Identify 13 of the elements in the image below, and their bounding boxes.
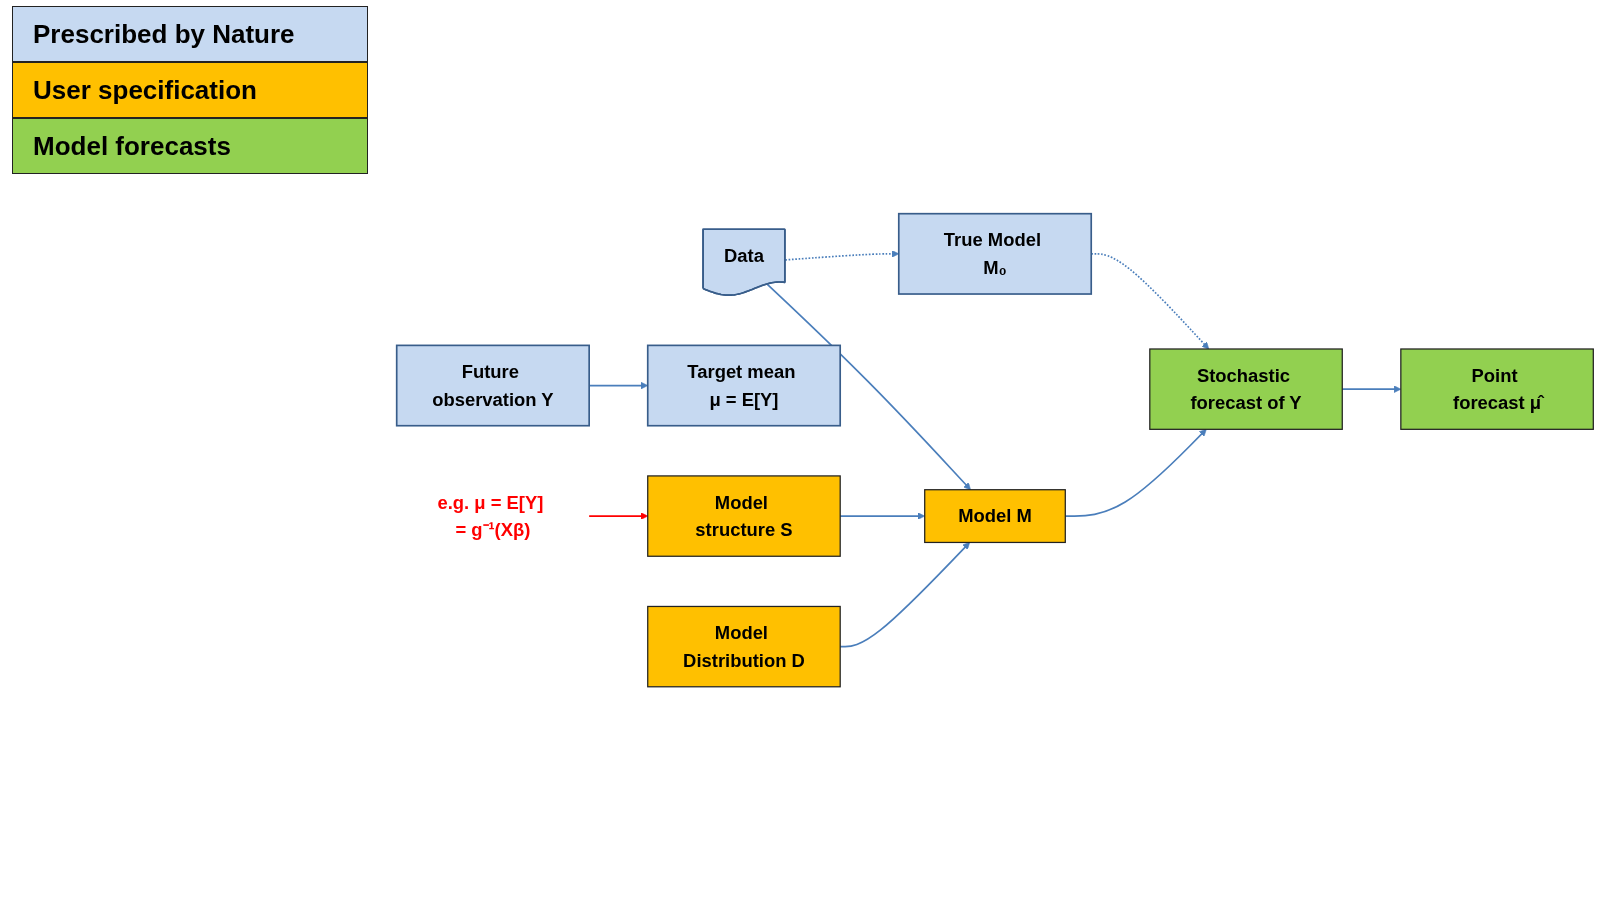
node-box: Stochastic forecast of Y [1149,348,1343,430]
node-box: Model Distribution D [647,605,841,688]
node-box: Model M [924,488,1066,543]
node-box: True Model M₀ [897,212,1093,295]
node-box: Point forecast μ̂ [1400,348,1594,430]
legend-item: User specification [12,62,368,118]
arrow [766,283,971,490]
legend-item: Prescribed by Nature [12,6,368,62]
node-box: Target mean μ = E[Y] [646,344,842,427]
legend-item: Model forecasts [12,118,368,174]
node-box: Model structure S [647,475,841,557]
node-text: e.g. μ = E[Y] = g⁻¹(Xβ) [437,491,544,541]
node-box: Future observation Y [395,344,590,427]
